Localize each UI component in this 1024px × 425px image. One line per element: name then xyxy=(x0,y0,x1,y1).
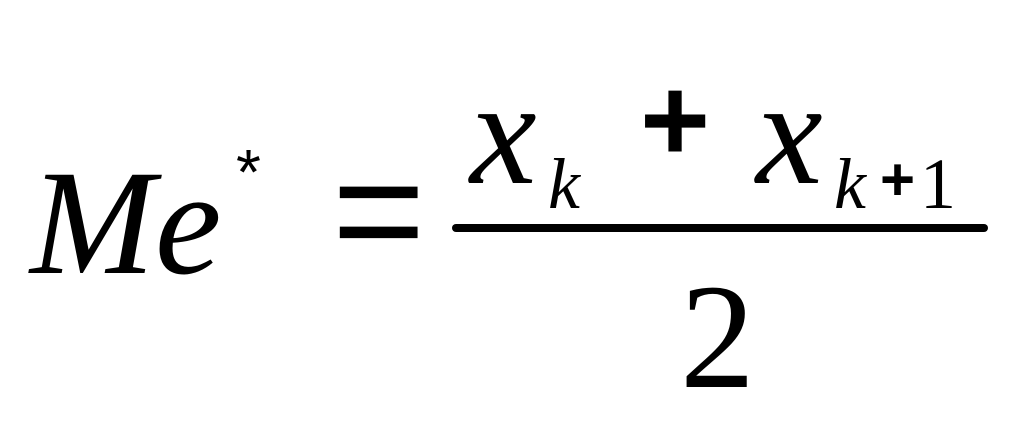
numerator-term2-subscript-plus: + xyxy=(880,146,916,213)
equals-sign: = xyxy=(332,120,426,299)
numerator-term1-base: x xyxy=(470,50,537,216)
median-symbol: Me xyxy=(30,140,222,306)
asterisk-superscript: * xyxy=(236,136,261,208)
numerator-plus-sign: + xyxy=(640,53,711,187)
fraction-bar xyxy=(452,224,988,232)
denominator: 2 xyxy=(680,254,755,420)
numerator-term1-subscript: k xyxy=(548,144,580,224)
numerator-term2-subscript-one: 1 xyxy=(920,144,956,224)
numerator-term2-subscript-var: k xyxy=(834,144,866,224)
numerator-term2-base: x xyxy=(756,50,823,216)
